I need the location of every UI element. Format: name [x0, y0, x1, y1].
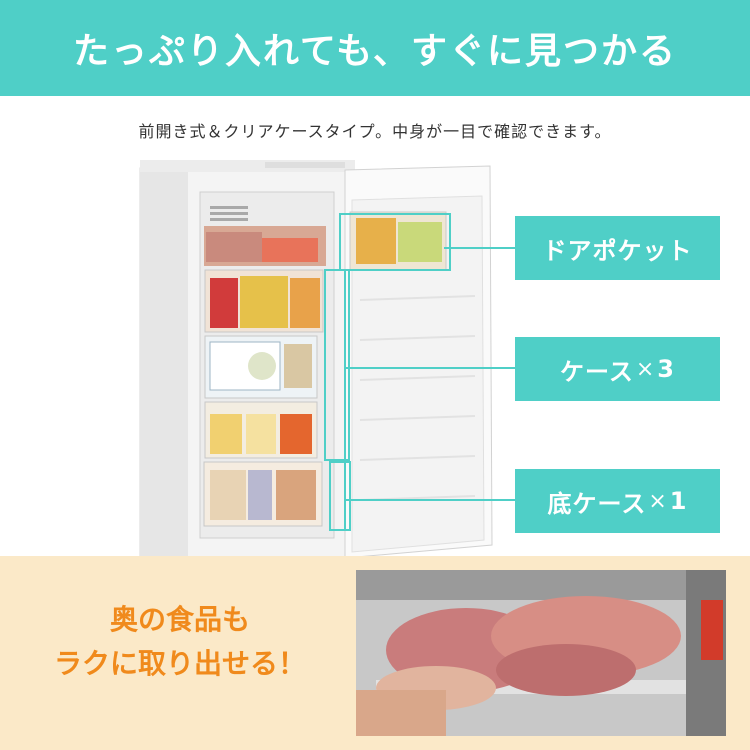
callout-times: × [635, 356, 656, 382]
bottom-line-1: 奥の食品も [109, 603, 250, 636]
inset-photo [356, 570, 726, 736]
callout-door-pocket: ドアポケット [515, 216, 720, 280]
bottom-message: 奥の食品も ラクに取り出せる！ [30, 598, 330, 686]
meat-photo-illustration [356, 570, 726, 736]
callout-times: × [648, 488, 668, 514]
callout-label: ドアポケット [542, 236, 693, 265]
bottom-line-2: ラクに取り出せる！ [53, 647, 306, 680]
callout-count: 3 [657, 355, 675, 383]
callout-lines [324, 213, 515, 531]
callout-bottom-case: 底ケース × 1 [515, 469, 720, 533]
callout-count: 1 [669, 487, 688, 515]
freezer-side [140, 168, 188, 576]
subtitle: 前開き式＆クリアケースタイプ。中身が一目で確認できます。 [138, 122, 612, 141]
vent [210, 206, 248, 209]
callout-label: 底ケース [547, 489, 647, 518]
page-title: たっぷり入れても、すぐに見つかる [72, 31, 678, 72]
control-panel [265, 162, 345, 168]
header-banner: たっぷり入れても、すぐに見つかる [0, 0, 750, 96]
callout-case: ケース × 3 [515, 337, 720, 401]
callout-label: ケース [560, 357, 634, 386]
